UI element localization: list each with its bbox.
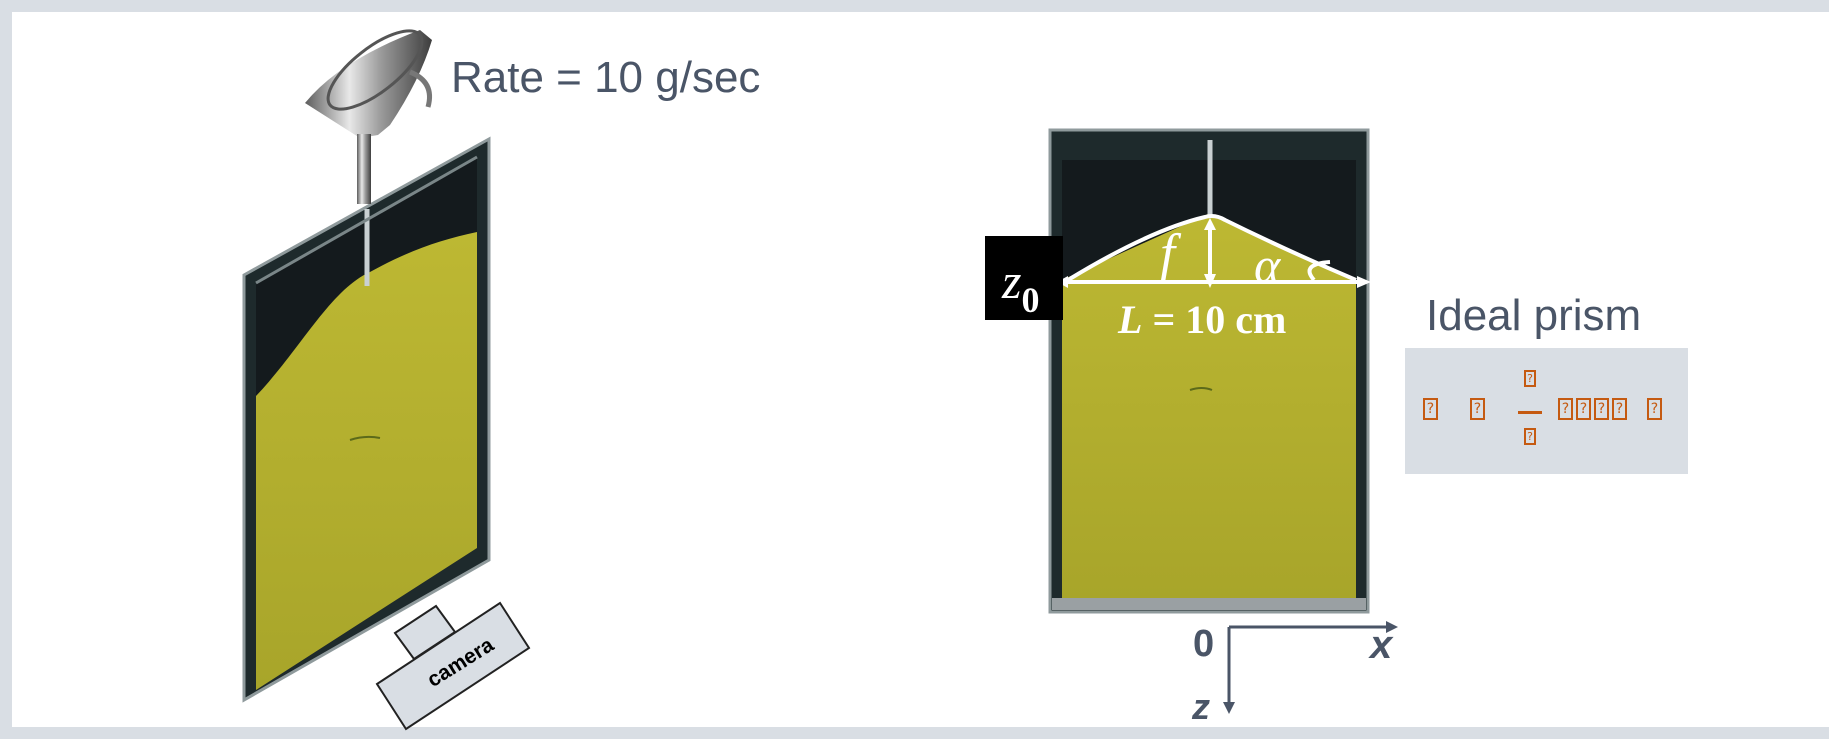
formula-glyph: ? <box>1558 398 1573 420</box>
right-sand-cell <box>1048 128 1370 614</box>
formula-glyph: ? <box>1470 398 1485 420</box>
length-label: L = 10 cm <box>1118 297 1287 342</box>
formula-glyph: ? <box>1576 398 1591 420</box>
z0-badge <box>985 236 1063 320</box>
formula-glyph: ? <box>1524 370 1536 387</box>
funnel-icon <box>305 29 432 204</box>
fraction-bar <box>1518 411 1542 414</box>
ideal-prism-title: Ideal prism <box>1426 291 1642 340</box>
camera-icon <box>375 601 531 731</box>
formula-glyph: ? <box>1612 398 1627 420</box>
x-axis-label: x <box>1370 623 1393 667</box>
formula-glyph: ? <box>1423 398 1438 420</box>
left-sand-cell <box>242 136 491 703</box>
alpha-label: α <box>1254 237 1281 293</box>
rate-label: Rate = 10 g/sec <box>451 53 761 102</box>
f-label: f <box>1160 223 1176 283</box>
z0-label: z0 <box>1002 253 1040 320</box>
z-axis-label: z <box>1192 686 1210 727</box>
formula-glyph: ? <box>1524 428 1536 445</box>
coordinate-axes <box>1223 621 1398 714</box>
formula-glyph: ? <box>1594 398 1609 420</box>
formula-glyph: ? <box>1647 398 1662 420</box>
formula-box: ? ? ? ? ? ? ? ? ? <box>1405 348 1688 474</box>
axis-origin-label: 0 <box>1193 623 1215 665</box>
